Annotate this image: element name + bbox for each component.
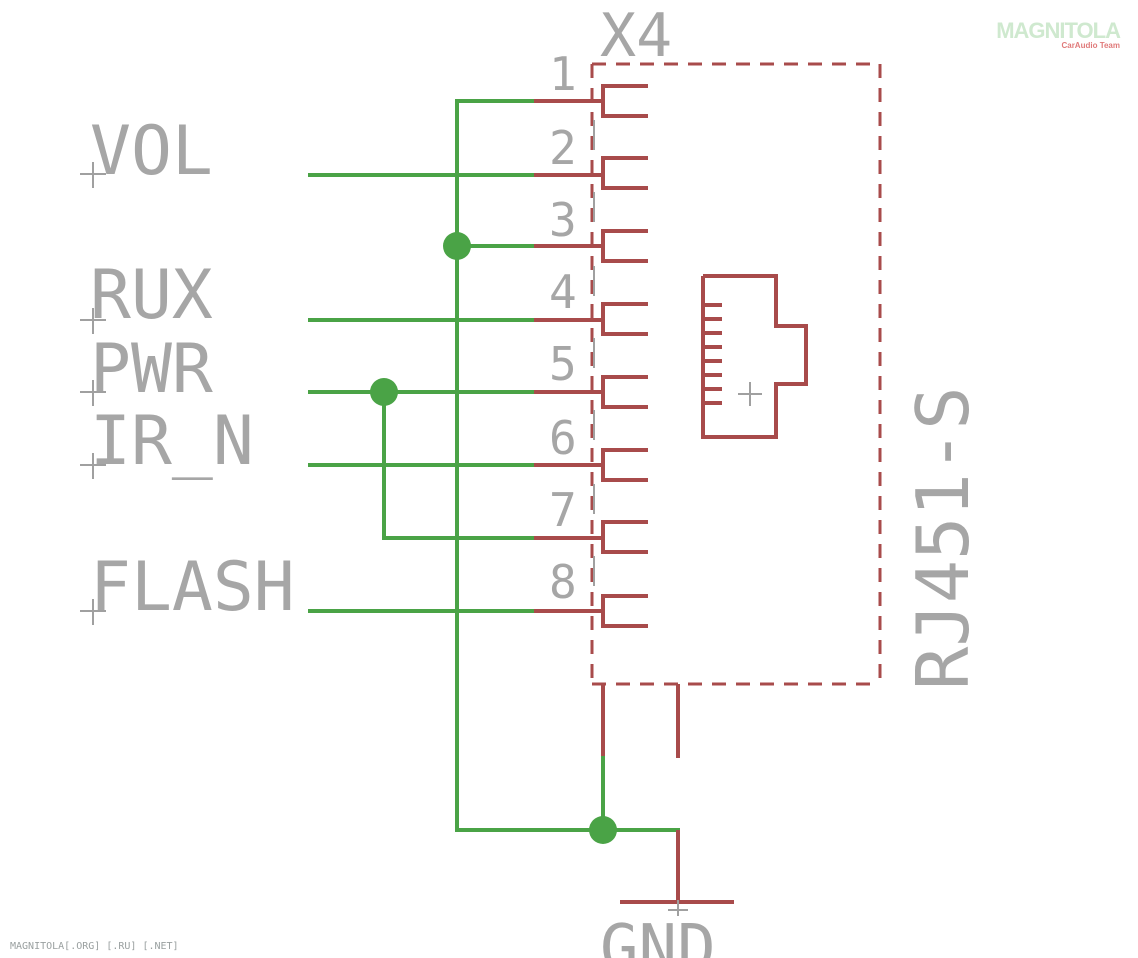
wires <box>308 99 680 832</box>
net-origin-crosses <box>80 162 106 625</box>
pin-3-contact <box>532 229 648 263</box>
watermark-brand: MAGNITOLA <box>996 18 1121 43</box>
pin-number-5: 5 <box>549 337 577 391</box>
rj45-socket-symbol <box>701 274 808 439</box>
shield-pins <box>601 684 680 758</box>
net-labels: VOL RUX PWR IR_N FLASH <box>80 112 295 627</box>
net-label-flash: FLASH <box>90 548 295 627</box>
pin-number-2: 2 <box>549 121 577 175</box>
pin-5-contact <box>532 375 648 409</box>
junction-gnd <box>589 816 617 844</box>
ground-label: GND <box>600 912 716 958</box>
connector-reference: X4 <box>600 1 672 71</box>
connector-body <box>590 62 882 686</box>
connector-pins <box>532 84 648 628</box>
pin-number-4: 4 <box>549 265 577 319</box>
pin-7-contact <box>532 520 648 554</box>
pin-6-contact <box>532 448 648 482</box>
net-label-ir-n: IR_N <box>90 402 254 481</box>
pin-8-contact <box>532 594 648 628</box>
watermark-subtitle: CarAudio Team <box>1061 41 1120 50</box>
pin-4-contact <box>532 302 648 336</box>
pin-number-1: 1 <box>549 47 577 101</box>
watermark-logo: MAGNITOLA CarAudio Team <box>996 18 1121 50</box>
ground-symbol <box>620 830 734 916</box>
pin-number-3: 3 <box>549 193 577 247</box>
net-label-vol: VOL <box>90 112 213 191</box>
junction-pwr <box>370 378 398 406</box>
net-label-pwr: PWR <box>90 330 213 409</box>
pin-number-8: 8 <box>549 555 577 609</box>
pin-2-contact <box>532 156 648 190</box>
pin-number-6: 6 <box>549 411 577 465</box>
pin-1-contact <box>532 84 648 118</box>
footer-credit: MAGNITOLA[.ORG] [.RU] [.NET] <box>10 941 179 952</box>
net-label-rux: RUX <box>90 256 213 335</box>
pin-numbers: 1 2 3 4 5 6 7 8 <box>549 47 577 609</box>
junctions <box>370 232 617 844</box>
junction-pin3 <box>443 232 471 260</box>
connector-value: RJ451-S <box>901 387 985 690</box>
pin-number-7: 7 <box>549 483 577 537</box>
